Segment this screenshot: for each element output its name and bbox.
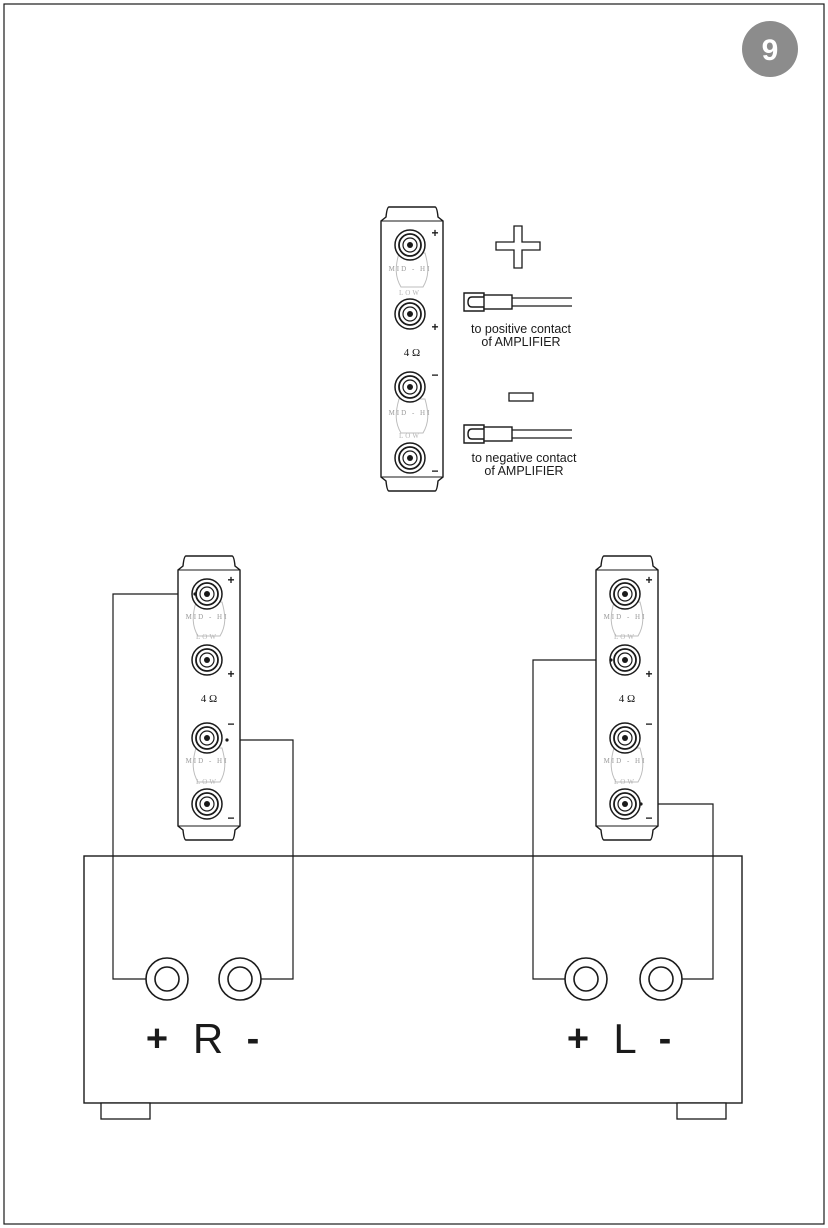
amp-jack-right-positive [145,957,189,1001]
amp-jack-right-negative [218,957,262,1001]
terminal-low-positive [609,644,641,676]
band-label-mid-hi: MID - HI [604,613,647,621]
amplifier-foot-right [676,1102,727,1120]
band-label-mid-hi: MID - HI [604,757,647,765]
band-label-low: LOW [614,778,636,786]
band-label-mid-hi: MID - HI [389,265,432,273]
terminal-low-positive [191,644,223,676]
terminal-mid-hi-negative [609,722,641,754]
left-channel-minus: - [659,1018,672,1060]
right-channel-label: R [193,1015,223,1062]
minus-marker: − [227,811,234,825]
terminal-mid-hi-positive [609,578,641,610]
band-label-mid-hi: MID - HI [389,409,432,417]
plus-marker: + [227,573,234,587]
page-number-badge: 9 [742,21,798,77]
band-label-mid-hi: MID - HI [186,613,229,621]
spade-connector-negative [463,424,573,444]
terminal-plate-left-channel: MID - HI LOW MID - HI LOW 4 Ω + + − − [595,555,659,841]
left-channel-plus: + [567,1018,589,1060]
terminal-mid-hi-positive [394,229,426,261]
band-label-low: LOW [399,289,421,297]
terminal-mid-hi-negative [191,722,223,754]
negative-caption-line1: to negative contact [472,451,577,465]
wire-terminal-dots [193,592,643,806]
positive-caption-line1: to positive contact [471,322,572,336]
terminal-plate-detail: MID - HI LOW MID - HI LOW 4 Ω + + − − [380,206,444,492]
wire-right-negative [227,739,294,980]
amp-jack-left-positive [564,957,608,1001]
amp-jack-left-negative [639,957,683,1001]
plus-marker: + [431,320,438,334]
right-channel-plus: + [146,1018,168,1060]
page-number: 9 [762,34,779,67]
plus-marker: + [645,667,652,681]
negative-symbol [508,392,534,402]
minus-marker: − [645,717,652,731]
plus-marker: + [431,226,438,240]
minus-marker: − [227,717,234,731]
terminal-low-negative [394,442,426,474]
terminal-low-positive [394,298,426,330]
plus-marker: + [227,667,234,681]
wire-left-negative [641,803,714,980]
impedance-label: 4 Ω [619,693,635,705]
negative-caption-line2: of AMPLIFIER [484,464,563,478]
terminal-low-negative [191,788,223,820]
minus-marker: − [431,464,438,478]
amplifier-body [83,855,743,1120]
band-label-low: LOW [196,633,218,641]
terminal-mid-hi-negative [394,371,426,403]
positive-symbol [495,225,541,269]
terminal-plate-right-channel: MID - HI LOW MID - HI LOW 4 Ω + + − − [177,555,241,841]
positive-caption-line2: of AMPLIFIER [481,335,560,349]
spade-connector-positive [463,292,573,312]
band-label-low: LOW [196,778,218,786]
band-label-low: LOW [399,432,421,440]
page-border [3,3,825,1225]
wire-left-positive [532,659,611,980]
wire-right-positive [112,593,195,980]
minus-marker: − [431,368,438,382]
minus-marker: − [645,811,652,825]
right-channel-minus: - [247,1018,260,1060]
impedance-label: 4 Ω [404,347,420,359]
left-channel-label: L [613,1015,636,1062]
amplifier-foot-left [100,1102,151,1120]
terminal-low-negative [609,788,641,820]
plus-marker: + [645,573,652,587]
band-label-low: LOW [614,633,636,641]
band-label-mid-hi: MID - HI [186,757,229,765]
impedance-label: 4 Ω [201,693,217,705]
